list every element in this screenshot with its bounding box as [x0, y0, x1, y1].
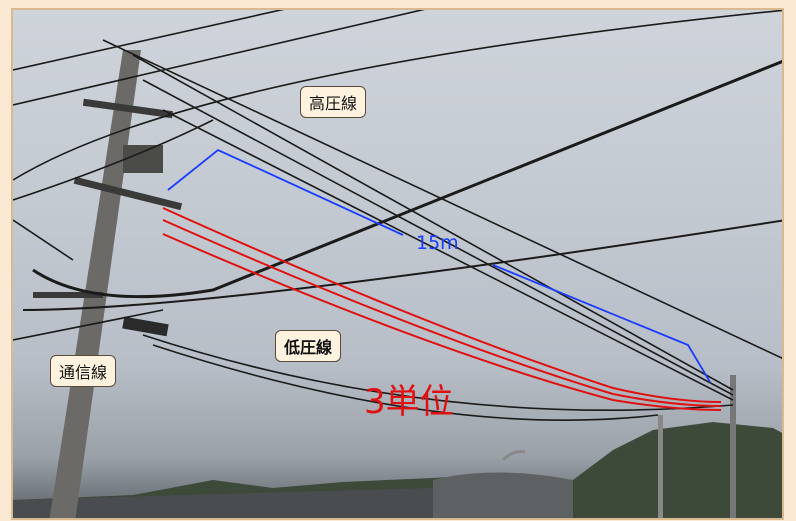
utility-pole-photo	[11, 8, 784, 520]
high-voltage-callout: 高圧線	[300, 86, 367, 118]
telecom-box	[122, 316, 169, 337]
distance-line	[167, 148, 711, 383]
low-voltage-lines	[162, 207, 722, 411]
crossarm-top	[82, 98, 173, 119]
tree-line	[13, 422, 782, 518]
distance-label: 15m	[416, 232, 459, 254]
transformer	[123, 145, 163, 173]
low-voltage-callout: 低圧線	[275, 330, 342, 362]
units-label: 3単位	[364, 382, 454, 422]
street-light	[501, 450, 526, 462]
crossarm-mid	[73, 176, 183, 211]
street-light-pole	[658, 415, 663, 518]
telecom-callout: 通信線	[50, 355, 117, 387]
crossarm-low	[33, 292, 103, 298]
photo-drawing	[13, 10, 782, 518]
main-pole	[49, 50, 141, 518]
wires	[13, 10, 782, 421]
building	[433, 472, 573, 518]
wall	[13, 488, 442, 518]
far-pole	[730, 375, 736, 518]
